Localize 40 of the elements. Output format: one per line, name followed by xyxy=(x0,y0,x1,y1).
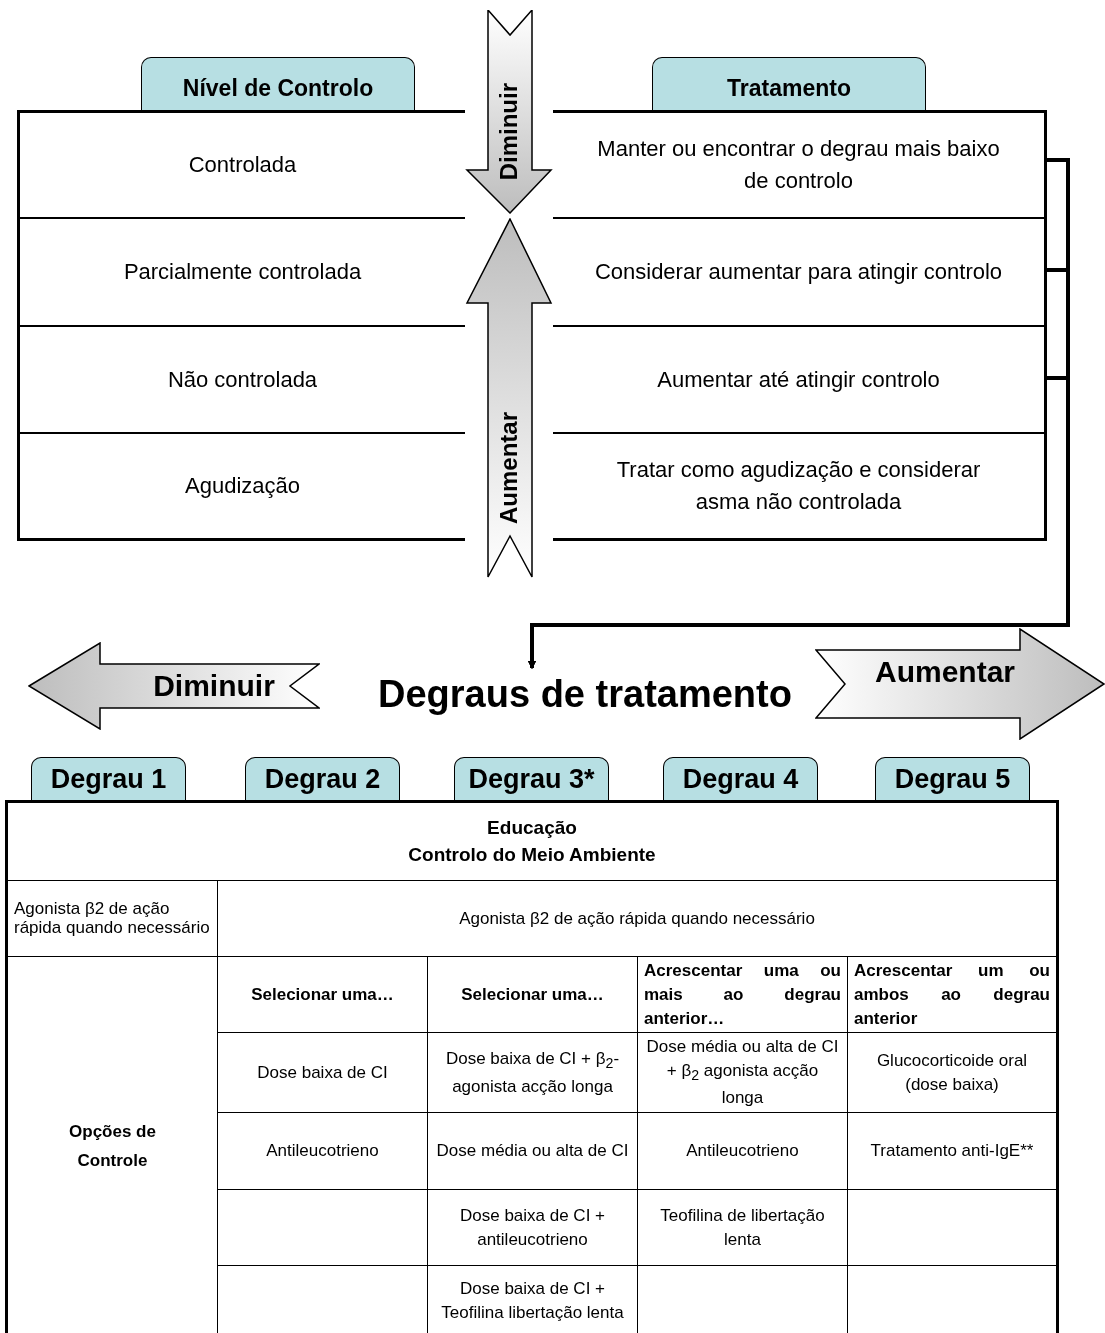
increase-arrow: Aumentar xyxy=(815,628,1105,740)
decrease-arrow: Diminuir xyxy=(465,10,553,214)
row-heading: Opções de Controle xyxy=(68,1120,157,1172)
cell-text: Dose baixa de CI + β$_{2}$-agonista acção longa xyxy=(444,1048,621,1098)
control-level-cell: Parcialmente controlada xyxy=(17,218,465,326)
cell-text: Dose média ou alta de CI + β$_{2}$ agonista acção longa xyxy=(645,1036,840,1110)
section-heading: Educação xyxy=(486,815,578,840)
control-level-cell: Não controlada xyxy=(17,326,465,433)
cell-text: Antileucotrieno xyxy=(685,1140,800,1163)
cell-text: Teofilina de libertação lenta xyxy=(659,1204,826,1251)
connector-arrow xyxy=(528,376,1070,669)
decrease-arrow: Diminuir xyxy=(28,642,320,730)
column-heading: Selecionar uma… xyxy=(250,983,395,1006)
column-heading: Acrescentar uma ou mais ao degrau anterior… xyxy=(644,960,841,1030)
step-tab: Degrau 4 xyxy=(663,757,818,800)
cell-text: Dose baixa de CI + Teofilina libertação lenta xyxy=(440,1278,625,1325)
increase-arrow: Aumentar xyxy=(465,218,553,578)
cell-text: Dose baixa de CI + antileucotrieno xyxy=(458,1204,607,1251)
column-heading: Acrescentar um ou ambos ao degrau anterior xyxy=(854,960,1050,1030)
treatment-cell: Manter ou encontrar o degrau mais baixo de controlo xyxy=(553,110,1047,218)
column-header-tab: Nível de Controlo xyxy=(141,57,415,110)
section-heading: Controlo do Meio Ambiente xyxy=(407,842,657,867)
cell-text: Agonista β2 de ação rápida quando necessário xyxy=(14,899,211,938)
treatment-cell: Aumentar até atingir controlo xyxy=(553,326,1047,433)
cell-text: Glucocorticoide oral (dose baixa) xyxy=(875,1050,1029,1096)
treatment-cell: Considerar aumentar para atingir controlo xyxy=(553,218,1047,326)
step-tab: Degrau 3* xyxy=(454,757,609,800)
cell-text: Agonista β2 de ação rápida quando necessário xyxy=(458,907,816,930)
control-level-cell: Controlada xyxy=(17,110,465,218)
control-level-cell: Agudização xyxy=(17,433,465,541)
cell-text: Tratamento anti-IgE** xyxy=(869,1140,1035,1163)
cell-text: Dose baixa de CI xyxy=(256,1061,389,1084)
column-header-tab: Tratamento xyxy=(652,57,926,110)
column-heading: Selecionar uma… xyxy=(460,983,605,1006)
cell-text: Antileucotrieno xyxy=(265,1140,380,1163)
step-tab: Degrau 2 xyxy=(245,757,400,800)
step-tab: Degrau 5 xyxy=(875,757,1030,800)
step-tab: Degrau 1 xyxy=(31,757,186,800)
cell-text: Dose média ou alta de CI xyxy=(435,1140,630,1163)
treatment-cell: Tratar como agudização e considerar asma não controlada xyxy=(553,433,1047,541)
